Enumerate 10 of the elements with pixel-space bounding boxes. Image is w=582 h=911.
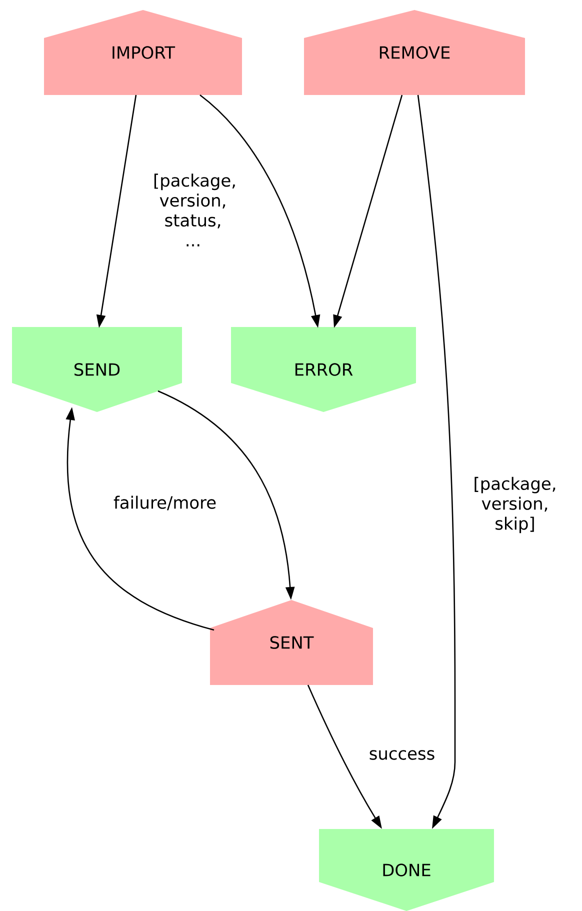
pentagon-node: REMOVE — [304, 10, 525, 95]
pentagon-node: SENT — [210, 600, 373, 685]
edge-label: [package, version, skip] — [469, 476, 561, 534]
pentagon-node: ERROR — [231, 327, 416, 412]
pentagon-node: SEND — [12, 327, 182, 412]
edge-label: failure/more — [112, 494, 218, 512]
edge-label: success — [368, 749, 436, 761]
edge-label: [package, version, status, ... — [152, 172, 235, 248]
pentagon-node: DONE — [319, 829, 494, 911]
pentagon-node: IMPORT — [44, 10, 242, 95]
